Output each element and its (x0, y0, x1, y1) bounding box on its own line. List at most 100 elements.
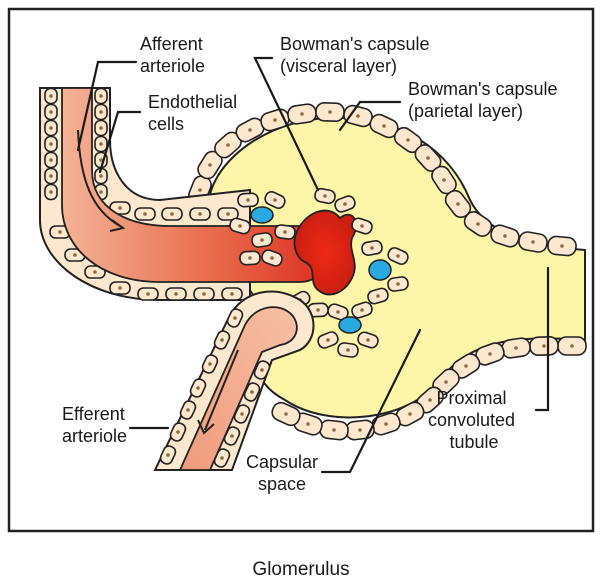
leader-proximal-tubule (534, 266, 550, 412)
cell-nucleus (208, 163, 212, 167)
cell-nucleus (198, 212, 202, 216)
glomerular-capillary-knot (293, 209, 357, 296)
diagram-caption: Glomerulus (252, 559, 349, 580)
cell-nucleus (396, 254, 400, 258)
cell-nucleus (542, 344, 546, 348)
cell-nucleus (118, 206, 122, 210)
cell-nucleus (250, 390, 254, 394)
cell-nucleus (442, 178, 446, 182)
cell-nucleus (118, 286, 122, 290)
cell-nucleus (49, 174, 53, 178)
cell-nucleus (464, 364, 468, 368)
label-bowmans-parietal: Bowman's capsule (parietal layer) (408, 79, 563, 121)
label-capsular-space: Capsular space (246, 452, 323, 494)
efferent-flow-arrow (204, 349, 239, 431)
label-afferent-arteriole: Afferent arteriole (140, 34, 208, 76)
cell-nucleus (196, 386, 200, 390)
cell-nucleus (99, 142, 103, 146)
cell-nucleus (408, 412, 412, 416)
cell-nucleus (146, 292, 150, 296)
capillary-loop (250, 206, 274, 224)
leader-afferent-arteriole (76, 60, 138, 152)
cell-nucleus (99, 174, 103, 178)
cell-nucleus (444, 380, 448, 384)
cell-nucleus (270, 256, 274, 260)
cell-nucleus (376, 294, 380, 298)
cell-nucleus (49, 190, 53, 194)
leader-capsular-space (320, 328, 422, 474)
label-proximal-tubule: Proximal convoluted tubule (428, 388, 520, 452)
cell-nucleus (99, 126, 103, 130)
cell-nucleus (273, 198, 277, 202)
cell-nucleus (560, 244, 564, 248)
cell-nucleus (503, 234, 507, 238)
cell-nucleus (208, 362, 212, 366)
cell-nucleus (300, 112, 304, 116)
cell-nucleus (99, 190, 103, 194)
cell-nucleus (248, 256, 252, 260)
leader-lines (76, 56, 550, 474)
cell-nucleus (514, 346, 518, 350)
cell-nucleus (260, 238, 264, 242)
cell-nucleus (230, 434, 234, 438)
cell-nucleus (531, 240, 535, 244)
cell-nucleus (99, 94, 103, 98)
cell-nucleus (570, 344, 574, 348)
cell-nucleus (488, 352, 492, 356)
cell-nucleus (220, 338, 224, 342)
cell-nucleus (382, 124, 386, 128)
cell-nucleus (58, 230, 62, 234)
leader-bowmans-visceral (253, 56, 320, 192)
cell-nucleus (356, 114, 360, 118)
cell-nucleus (226, 212, 230, 216)
cell-nucleus (226, 143, 230, 147)
cell-nucleus (476, 222, 480, 226)
cell-nucleus (273, 118, 277, 122)
cell-nucleus (426, 156, 430, 160)
cell-nucleus (358, 428, 362, 432)
cell-nucleus (336, 310, 340, 314)
cell-nucleus (238, 224, 242, 228)
cell-nucleus (328, 110, 332, 114)
cell-nucleus (49, 126, 53, 130)
cell-nucleus (332, 428, 336, 432)
cell-nucleus (186, 408, 190, 412)
cell-nucleus (49, 142, 53, 146)
cell-nucleus (284, 412, 288, 416)
cell-nucleus (198, 188, 202, 192)
cell-nucleus (73, 253, 77, 257)
cell-nucleus (240, 412, 244, 416)
cell-nucleus (166, 453, 170, 457)
capillary-loops (250, 206, 392, 334)
cell-nucleus (326, 338, 330, 342)
cell-nucleus (246, 198, 250, 202)
cell-nucleus (174, 292, 178, 296)
label-bowmans-visceral: Bowman's capsule (visceral layer) (280, 34, 435, 76)
label-efferent-arteriole: Efferent arteriole (62, 404, 130, 446)
cell-nucleus (384, 422, 388, 426)
cell-nucleus (366, 338, 370, 342)
cell-nucleus (396, 282, 400, 286)
cell-nucleus (233, 316, 237, 320)
cell-nucleus (360, 224, 364, 228)
cell-nucleus (49, 110, 53, 114)
cell-nucleus (316, 308, 320, 312)
cell-nucleus (248, 128, 252, 132)
cell-nucleus (49, 158, 53, 162)
cell-nucleus (49, 94, 53, 98)
cell-nucleus (176, 430, 180, 434)
leader-bowmans-parietal (338, 100, 402, 132)
cell-nucleus (99, 110, 103, 114)
cell-nucleus (260, 368, 264, 372)
cell-nucleus (346, 348, 350, 352)
capillary-loop (338, 316, 362, 334)
label-endothelial-cells: Endothelial cells (148, 92, 242, 134)
afferent-wall-cells (44, 87, 243, 301)
cell-nucleus (170, 212, 174, 216)
cell-nucleus (283, 230, 287, 234)
cell-nucleus (323, 194, 327, 198)
leader-endothelial-cells (98, 110, 142, 174)
cell-nucleus (343, 202, 347, 206)
cell-nucleus (143, 212, 147, 216)
